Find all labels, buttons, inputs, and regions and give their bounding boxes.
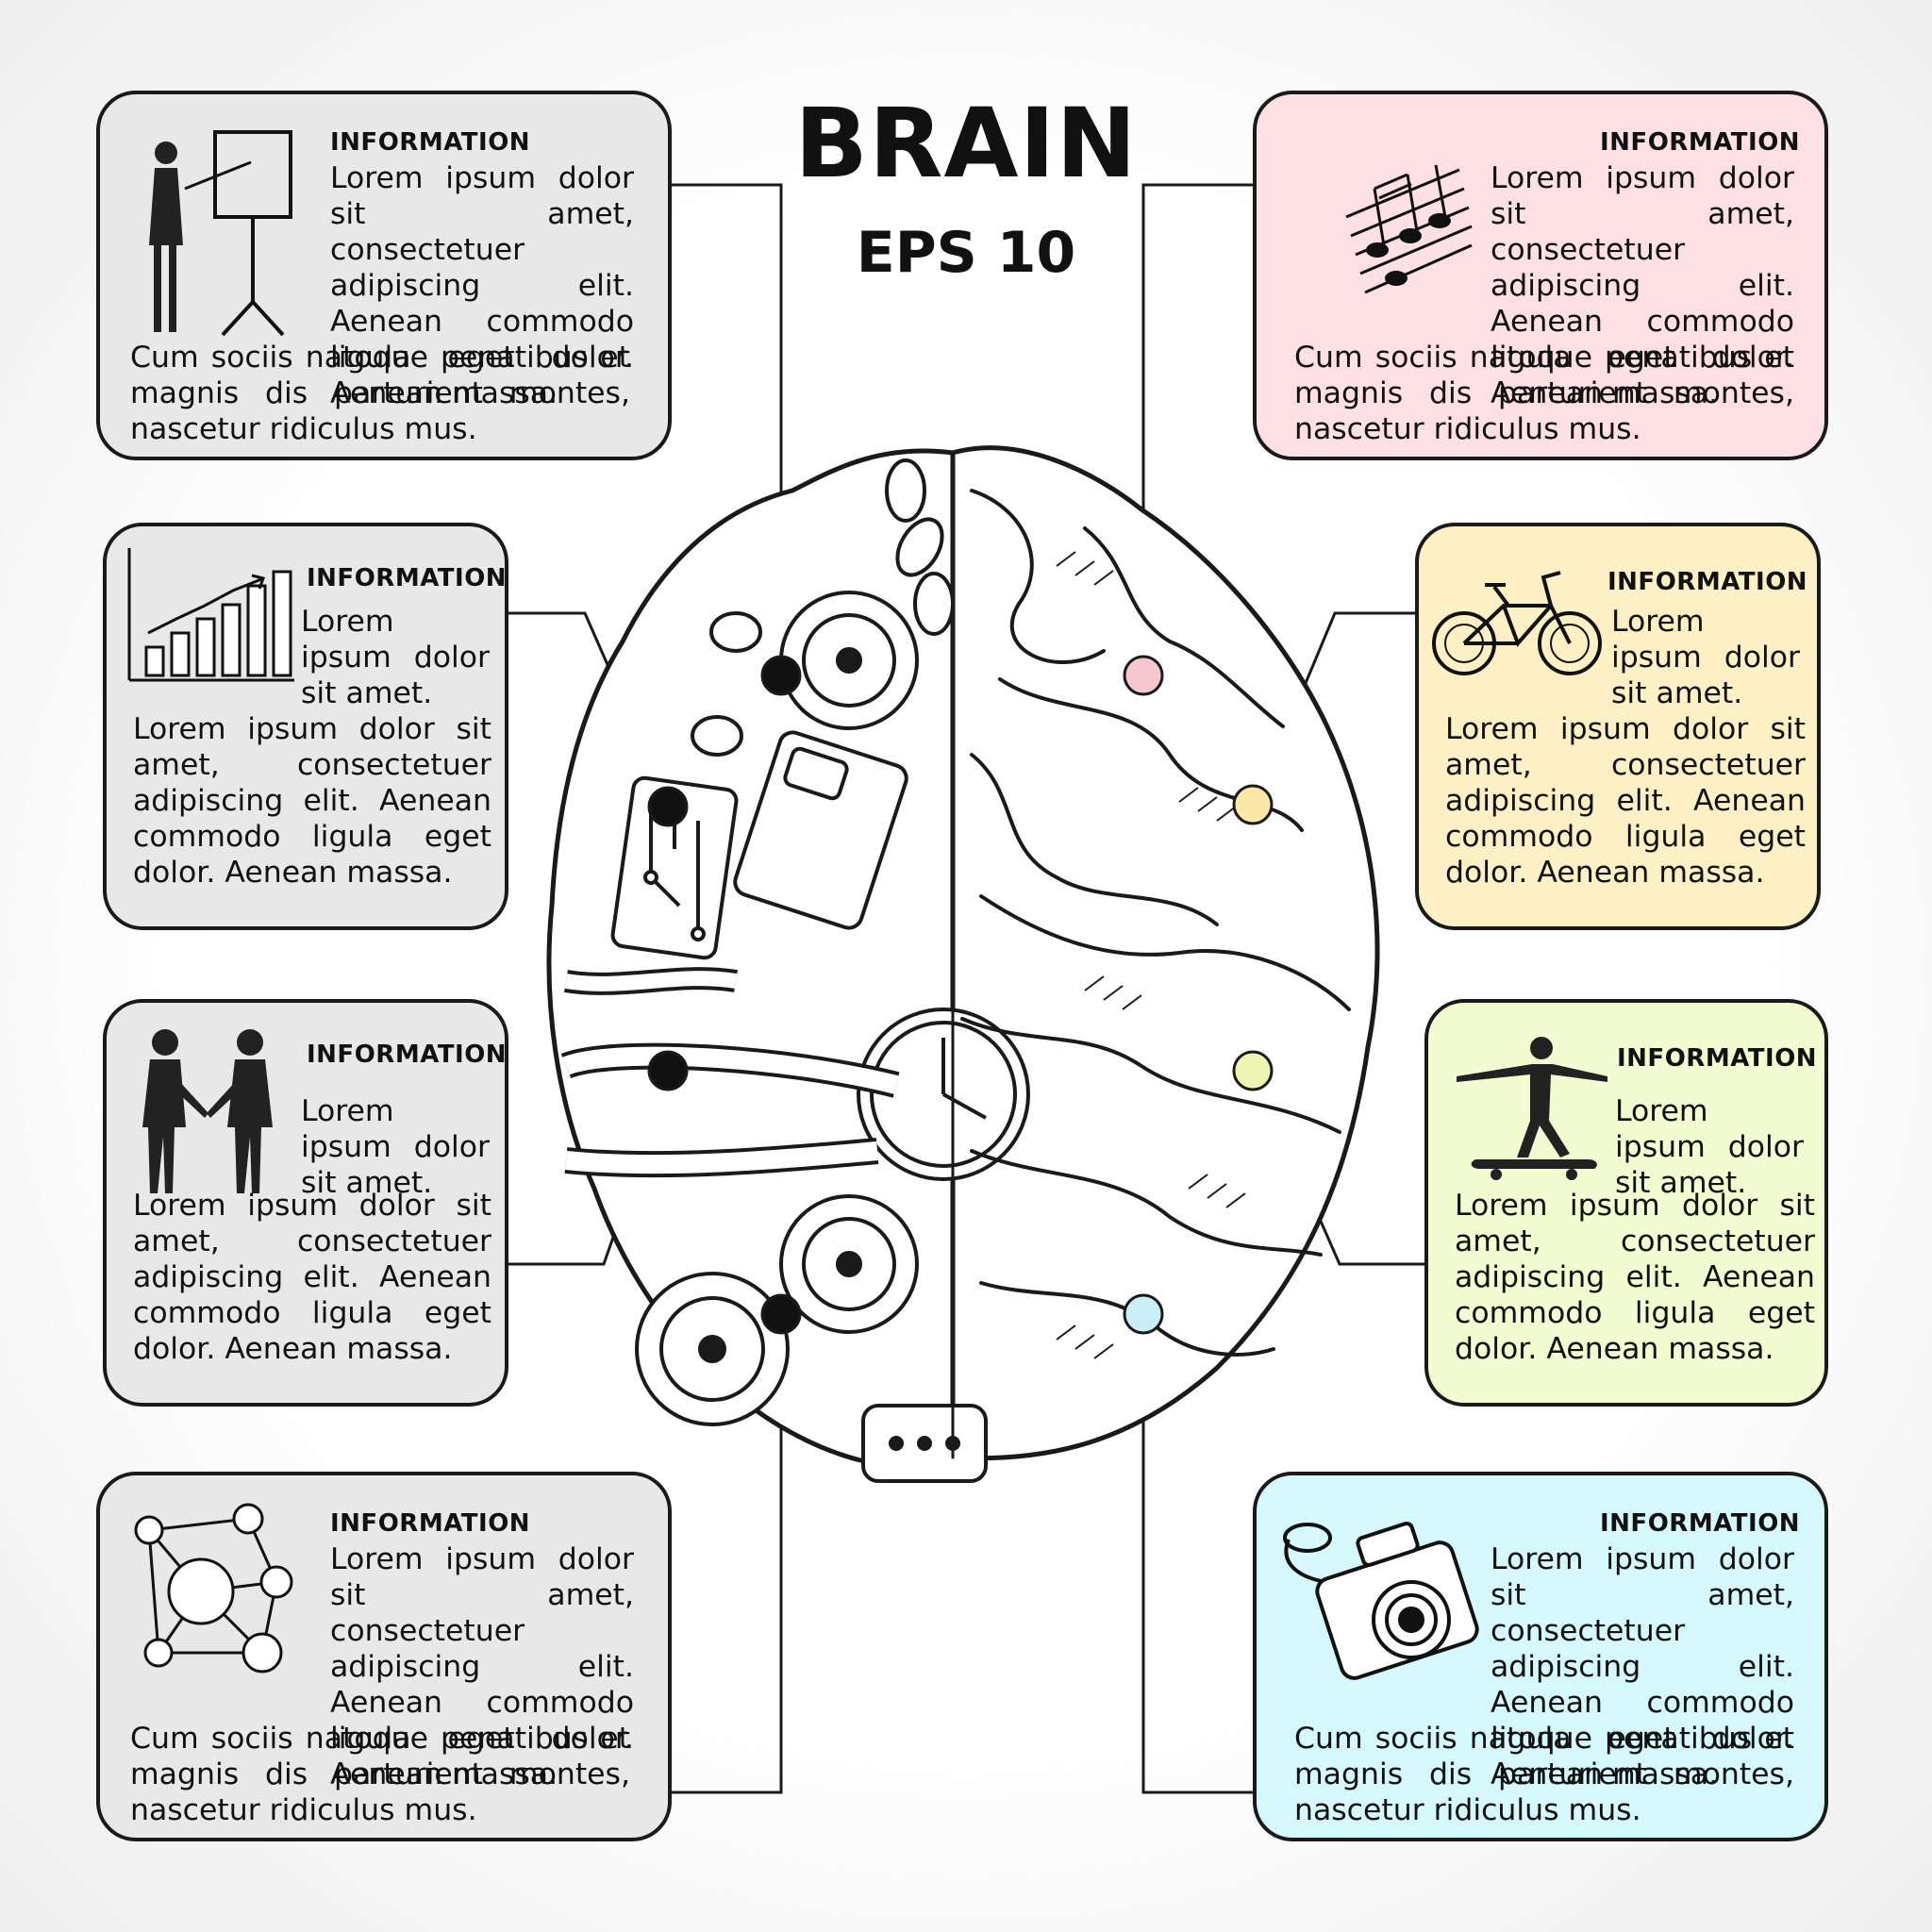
panel-heading: INFORMATION [330,128,531,157]
panel-text-primary: Lorem ipsum dolor sit amet, consectetuer… [1491,161,1794,410]
panel-text-primary: Lorem ipsum dolor sit amet. [301,1094,490,1200]
presenter-icon [149,130,292,337]
marker-left-4 [760,1293,802,1335]
panel-text-primary: Lorem ipsum dolor sit amet. [1611,605,1800,710]
panel-text-secondary: Lorem ipsum dolor sit amet, consectetuer… [133,1189,491,1366]
skateboarder-icon [1457,1037,1607,1180]
panel-text-secondary: Cum sociis natoque penatibus et magnis d… [130,341,630,446]
camera-icon [1283,1522,1479,1680]
panel-heading: INFORMATION [1617,1044,1818,1073]
panel-text-secondary: Cum sociis natoque penatibus et magnis d… [1294,1722,1794,1827]
panel-heading: INFORMATION [1600,128,1801,157]
panel-text-primary: Lorem ipsum dolor sit amet. [301,605,490,710]
panel-text-secondary: Cum sociis natoque penatibus et magnis d… [130,1722,630,1827]
info-panel-mid-left-1: INFORMATION Lorem ipsum dolor sit amet. … [103,523,508,930]
info-panel-mid-right-1: INFORMATION Lorem ipsum dolor sit amet. … [1415,523,1821,930]
panel-heading: INFORMATION [1600,1509,1801,1538]
bicycle-icon [1432,571,1602,675]
marker-right-2 [1232,784,1274,825]
music-notes-icon [1345,164,1473,294]
network-icon [134,1503,293,1674]
panel-text-secondary: Cum sociis natoque penatibus et magnis d… [1294,341,1794,446]
info-panel-mid-left-2: INFORMATION Lorem ipsum dolor sit amet. … [103,999,508,1407]
info-panel-mid-right-2: INFORMATION Lorem ipsum dolor sit amet. … [1424,999,1828,1407]
info-panel-top-right: INFORMATION Lorem ipsum dolor sit amet, … [1253,91,1828,460]
panel-text-primary: Lorem ipsum dolor sit amet. [1615,1094,1804,1200]
panel-text-primary: Lorem ipsum dolor sit amet, consectetuer… [330,1542,634,1791]
panel-heading: INFORMATION [330,1509,531,1538]
panel-heading: INFORMATION [307,564,508,592]
bar-chart-icon [127,548,294,682]
marker-right-1 [1123,655,1164,696]
marker-right-4 [1123,1293,1164,1335]
info-panel-bottom-left: INFORMATION Lorem ipsum dolor sit amet, … [96,1472,672,1841]
panel-text-secondary: Lorem ipsum dolor sit amet, consectetuer… [133,712,491,890]
panel-heading: INFORMATION [1607,568,1808,596]
panel-heading: INFORMATION [307,1041,508,1069]
info-panel-top-left: INFORMATION Lorem ipsum dolor sit amet, … [96,91,672,460]
panel-text-primary: Lorem ipsum dolor sit amet, consectetuer… [330,161,634,410]
handshake-icon [142,1029,273,1193]
info-panel-bottom-right: INFORMATION Lorem ipsum dolor sit amet, … [1253,1472,1828,1841]
marker-left-3 [647,1050,689,1091]
marker-left-2 [647,786,689,827]
marker-right-3 [1232,1050,1274,1091]
page-subtitle: EPS 10 [856,220,1076,286]
panel-text-secondary: Lorem ipsum dolor sit amet, consectetuer… [1445,712,1806,890]
panel-text-primary: Lorem ipsum dolor sit amet, consectetuer… [1491,1542,1794,1791]
marker-left-1 [760,655,802,696]
page-title: BRAIN [794,88,1138,200]
panel-text-secondary: Lorem ipsum dolor sit amet, consectetuer… [1455,1189,1815,1366]
